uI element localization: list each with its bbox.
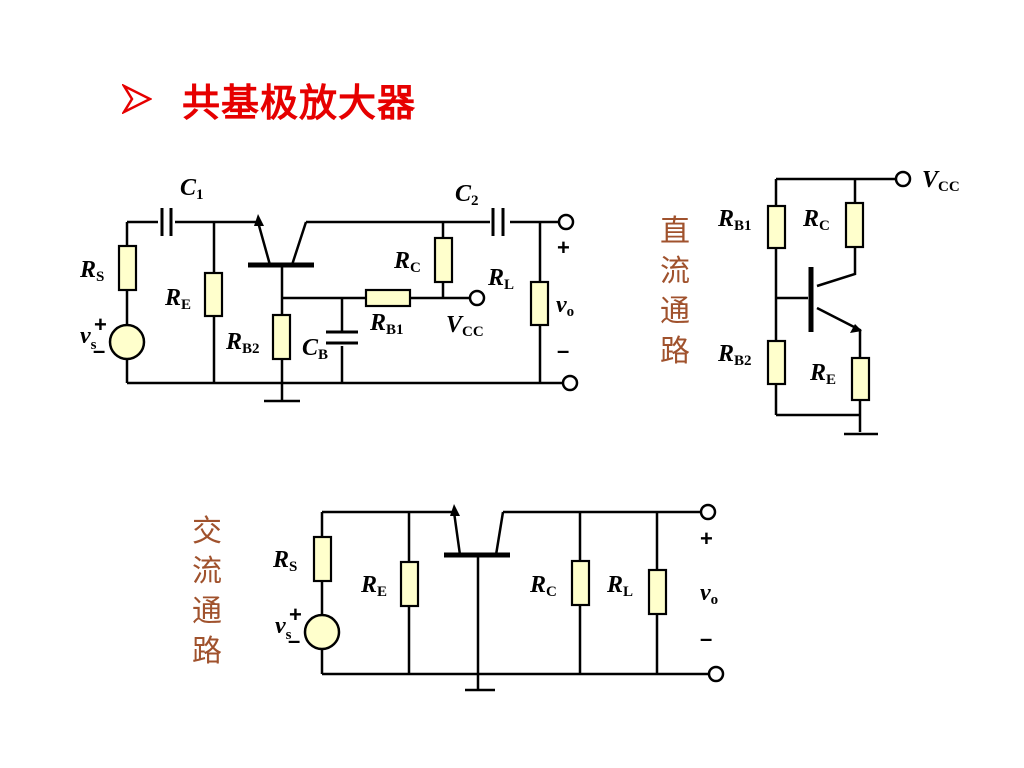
dc-resistor-RC: [844, 201, 865, 249]
ac-label-plus-src: +: [289, 602, 302, 627]
dc-wires: [774, 177, 895, 436]
dc-path-circuit: VCC RB1 RC RB2 RE: [717, 167, 960, 436]
main-label-RC: RC: [393, 248, 421, 276]
dc-label-RE: RE: [809, 360, 836, 388]
main-label-plus-out: +: [557, 235, 570, 260]
main-resistor-RS: [117, 244, 138, 292]
dc-path-label-char: 流: [660, 254, 690, 289]
main-capacitor-C2: [491, 208, 505, 236]
ac-path-label: 交流通路: [187, 512, 227, 672]
main-label-RB1: RB1: [369, 310, 404, 338]
ac-resistor-RS: [312, 535, 333, 583]
dc-path-label-char: 直: [660, 214, 690, 249]
main-label-VCC: VCC: [446, 312, 484, 340]
ac-label-vo: vo: [700, 580, 718, 608]
dc-label-RB2: RB2: [717, 341, 752, 369]
ac-path-circuit: RS RE RC RL vo + – vs + –: [272, 503, 725, 692]
page-title: 共基极放大器: [182, 81, 417, 125]
main-label-CB: CB: [302, 335, 328, 363]
main-capacitor-C1: [160, 208, 173, 236]
ac-path-label-char: 流: [192, 554, 222, 589]
main-label-RL: RL: [487, 265, 514, 293]
dc-label-RC: RC: [802, 206, 830, 234]
main-resistor-RL: [529, 280, 550, 327]
dc-emitter-arrow: [850, 324, 862, 333]
main-label-RE: RE: [164, 285, 191, 313]
ac-label-RL: RL: [606, 572, 633, 600]
main-resistor-RB2: [271, 313, 292, 361]
ac-resistor-RC: [570, 559, 591, 607]
dc-resistor-RB1: [766, 204, 787, 250]
ac-label-RS: RS: [272, 547, 297, 575]
arrow-bullet-icon: [122, 84, 152, 114]
dc-label-VCC: VCC: [922, 167, 960, 195]
ac-emitter-arrow: [450, 504, 460, 516]
main-circuit: C1 C2 RS RE RB2 CB RB1 RC RL VCC vo + – …: [79, 175, 579, 403]
main-emitter-arrow: [254, 214, 264, 226]
main-label-RS: RS: [79, 257, 104, 285]
dc-path-label-char: 路: [660, 334, 690, 369]
ac-wires: [320, 510, 708, 692]
dc-path-label: 直流通路: [655, 212, 695, 372]
main-label-C1: C1: [180, 175, 204, 203]
ac-path-label-char: 路: [192, 634, 222, 669]
main-label-minus-src: –: [93, 338, 105, 363]
ac-label-minus-src: –: [288, 628, 300, 653]
dc-label-RB1: RB1: [717, 206, 752, 234]
main-terminal-vcc: [468, 289, 486, 307]
ac-label-plus-out: +: [700, 526, 713, 551]
main-label-minus-out: –: [557, 338, 569, 363]
main-label-vo: vo: [556, 292, 574, 320]
main-terminal-output-bottom: [561, 374, 579, 392]
dc-resistor-RB2: [766, 339, 787, 386]
dc-terminal-vcc: [894, 170, 912, 188]
ac-terminal-output-bottom: [707, 665, 725, 683]
main-resistor-RC: [433, 236, 454, 284]
ac-resistor-RE: [399, 560, 420, 608]
ac-label-vs: vs: [275, 613, 292, 643]
ac-path-label-char: 交: [192, 514, 222, 549]
ac-source-icon: [303, 613, 341, 651]
ac-label-minus-out: –: [700, 626, 712, 651]
main-label-vs: vs: [80, 323, 97, 353]
ac-terminal-output-top: [699, 503, 717, 521]
main-resistor-RE: [203, 271, 224, 318]
main-label-C2: C2: [455, 181, 479, 209]
ac-resistor-RL: [647, 568, 668, 616]
main-label-plus-src: +: [94, 312, 107, 337]
main-capacitor-CB: [326, 330, 358, 345]
main-label-RB2: RB2: [225, 329, 260, 357]
dc-resistor-RE: [850, 356, 871, 402]
ac-label-RC: RC: [529, 572, 557, 600]
ac-path-label-char: 通: [192, 594, 222, 629]
main-resistor-RB1: [364, 288, 412, 308]
main-terminal-output-top: [557, 213, 575, 231]
main-ac-source-icon: [108, 323, 146, 361]
dc-path-label-char: 通: [660, 294, 690, 329]
main-wire-input-top: [125, 220, 540, 385]
ac-label-RE: RE: [360, 572, 387, 600]
